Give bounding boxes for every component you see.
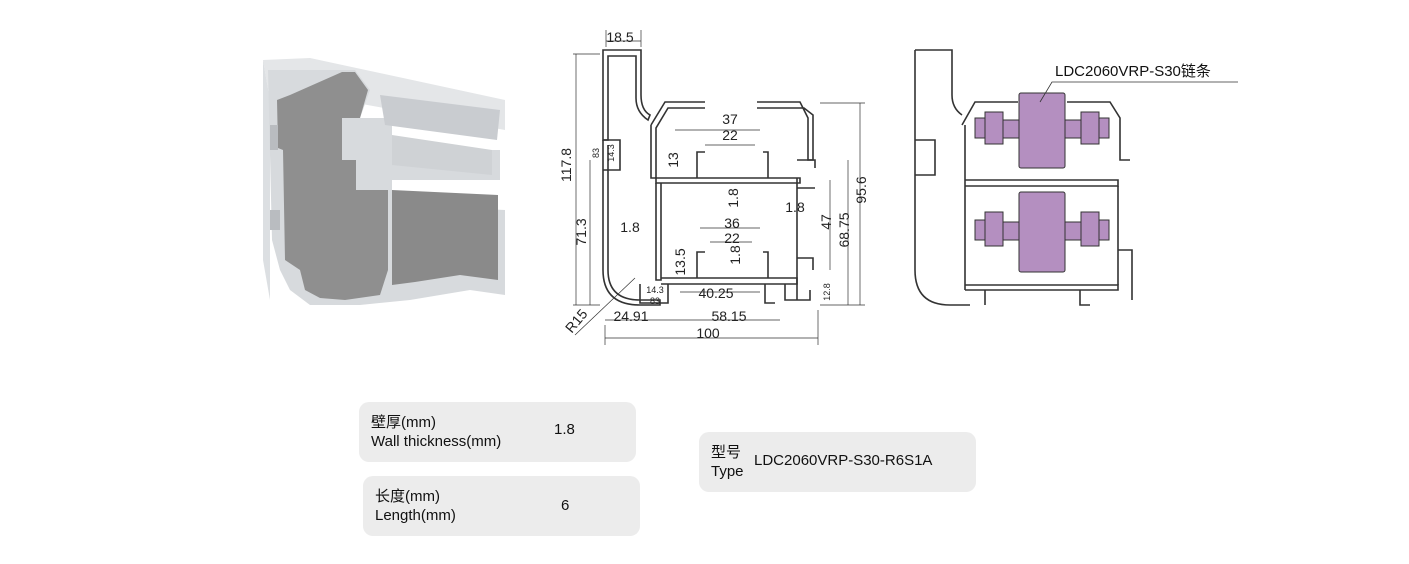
dim-bot-slot-inner: 22 (724, 230, 740, 246)
length-value: 6 (561, 497, 570, 514)
chain-assembly-drawing: LDC2060VRP-S30链条 (914, 49, 1238, 306)
type-value: LDC2060VRP-S30-R6S1A (754, 452, 933, 469)
spec-length: 长度(mm) Length(mm) 6 (363, 476, 640, 536)
dim-top-slot-outer: 37 (722, 111, 738, 127)
chain-callout-label: LDC2060VRP-S30链条 (1055, 63, 1211, 80)
wall-thickness-value: 1.8 (554, 421, 575, 438)
dim-left-height: 71.3 (573, 218, 589, 245)
type-label-cn: 型号 (711, 444, 742, 461)
spec-type: 型号 Type LDC2060VRP-S30-R6S1A (699, 432, 976, 492)
dim-foot-a: 14.3 (646, 285, 664, 295)
profile-3d-render (263, 58, 505, 305)
dimension-labels: 18.5 117.8 71.3 83 14.3 37 22 13 1.8 1.8… (558, 29, 869, 341)
dim-left-wall: 1.8 (620, 219, 640, 235)
dim-bot-wall: 1.8 (727, 245, 743, 265)
dim-small-b: 14.3 (606, 144, 616, 162)
type-label-en: Type (711, 463, 744, 480)
dim-right-47: 47 (818, 214, 834, 230)
dim-total-height: 117.8 (558, 148, 574, 182)
dimension-drawing (573, 30, 865, 345)
dim-radius: R15 (562, 306, 591, 336)
length-label-en: Length(mm) (375, 507, 456, 524)
dim-bot-slot-depth: 13.5 (672, 248, 688, 275)
wall-thickness-label-cn: 壁厚(mm) (371, 414, 436, 431)
length-label-cn: 长度(mm) (375, 488, 440, 505)
dim-total-width: 100 (696, 325, 720, 341)
dim-right-956: 95.6 (853, 176, 869, 203)
dim-base-gap: 40.25 (698, 285, 733, 301)
dim-top-width: 18.5 (606, 29, 633, 45)
dim-right-6875: 68.75 (836, 212, 852, 247)
dim-foot-b: 83 (650, 296, 660, 306)
dim-bot-slot-outer: 36 (724, 215, 740, 231)
dim-mid-wall: 1.8 (725, 188, 741, 208)
dim-top-slot-inner: 22 (722, 127, 738, 143)
dim-top-slot-depth: 13 (665, 152, 681, 168)
dim-right-128: 12.8 (822, 283, 832, 301)
dim-small-a: 83 (591, 148, 601, 158)
wall-thickness-label-en: Wall thickness(mm) (371, 433, 502, 450)
dim-left-offset: 24.91 (613, 308, 648, 324)
dim-right-wall: 1.8 (785, 199, 805, 215)
spec-wall-thickness: 壁厚(mm) Wall thickness(mm) 1.8 (359, 402, 636, 462)
dim-mid-span: 58.15 (711, 308, 746, 324)
